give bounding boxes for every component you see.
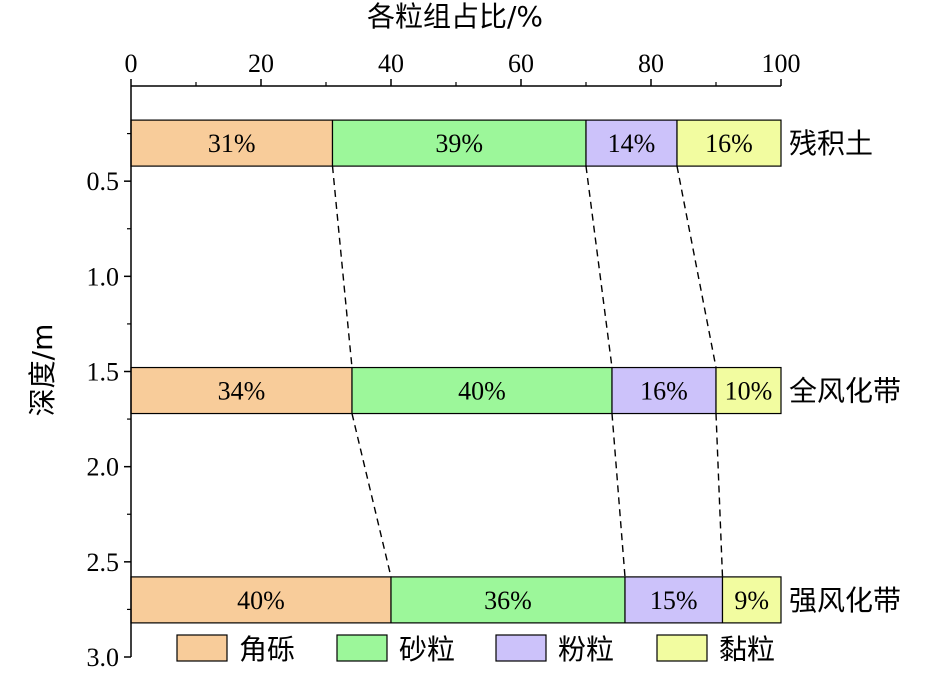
legend-swatch — [656, 634, 708, 662]
bar-segment — [130, 576, 392, 624]
bar-segment — [130, 119, 334, 167]
legend-label: 黏粒 — [719, 633, 775, 666]
data-label: 34% — [218, 377, 266, 406]
connector-line — [351, 413, 392, 578]
data-label: 15% — [650, 586, 698, 615]
x-axis-title: 各粒组占比/% — [367, 0, 543, 33]
zone-label: 残积土 — [789, 127, 873, 160]
legend-label: 角砾 — [239, 633, 295, 666]
y-axis-title: 深度/m — [26, 324, 59, 417]
connector-line — [331, 166, 353, 368]
zone-label: 强风化带 — [789, 584, 901, 617]
x-tick-label: 40 — [378, 49, 404, 78]
connector-line — [611, 413, 626, 577]
data-label: 40% — [458, 377, 506, 406]
data-label: 14% — [608, 129, 656, 158]
connector-line — [676, 165, 717, 368]
legend-swatch — [336, 634, 388, 662]
bar-segment — [331, 119, 587, 167]
bar-segment — [585, 119, 678, 167]
y-tick-label: 2.0 — [87, 453, 120, 482]
legend-swatch — [495, 634, 547, 662]
legend-label: 砂粒 — [399, 633, 455, 666]
data-label: 39% — [435, 129, 483, 158]
bar-segment — [390, 576, 626, 624]
data-label: 10% — [725, 377, 773, 406]
connector-line — [715, 413, 724, 577]
data-label: 31% — [208, 129, 256, 158]
bar-segment — [715, 366, 782, 415]
zone-label: 全风化带 — [789, 375, 901, 408]
axes: 0 20 40 60 80 100 0.5 1.0 1.5 2.0 2.5 3.0 — [87, 49, 801, 672]
x-tick-label: 20 — [248, 49, 274, 78]
data-label: 40% — [237, 586, 285, 615]
y-tick-label: 1.5 — [87, 358, 120, 387]
x-tick-label: 60 — [508, 49, 534, 78]
y-tick-label: 2.5 — [87, 548, 120, 577]
legend-label: 粉粒 — [558, 633, 614, 666]
x-tick-label: 100 — [762, 49, 801, 78]
x-tick-label: 80 — [638, 49, 664, 78]
data-label: 16% — [640, 377, 688, 406]
y-tick-label: 1.0 — [87, 262, 120, 291]
data-label: 16% — [705, 129, 753, 158]
x-tick-label: 0 — [125, 49, 138, 78]
legend-swatch — [176, 634, 228, 662]
connector-line — [585, 166, 613, 368]
data-label: 9% — [734, 586, 769, 615]
bar-segment — [721, 576, 782, 624]
y-tick-label: 3.0 — [87, 643, 120, 672]
connector-lines — [331, 165, 724, 578]
stacked-bars: 31% 39% 14% 16% 残积土 34% 40% 16% 10% 全风化带 40% 36% 15%… — [130, 119, 901, 624]
y-tick-label: 0.5 — [87, 167, 120, 196]
data-label: 36% — [484, 586, 532, 615]
bar-segment — [611, 366, 717, 415]
bar-segment — [676, 119, 782, 167]
legend: 角砾 砂粒 粉粒 黏粒 — [176, 633, 775, 666]
